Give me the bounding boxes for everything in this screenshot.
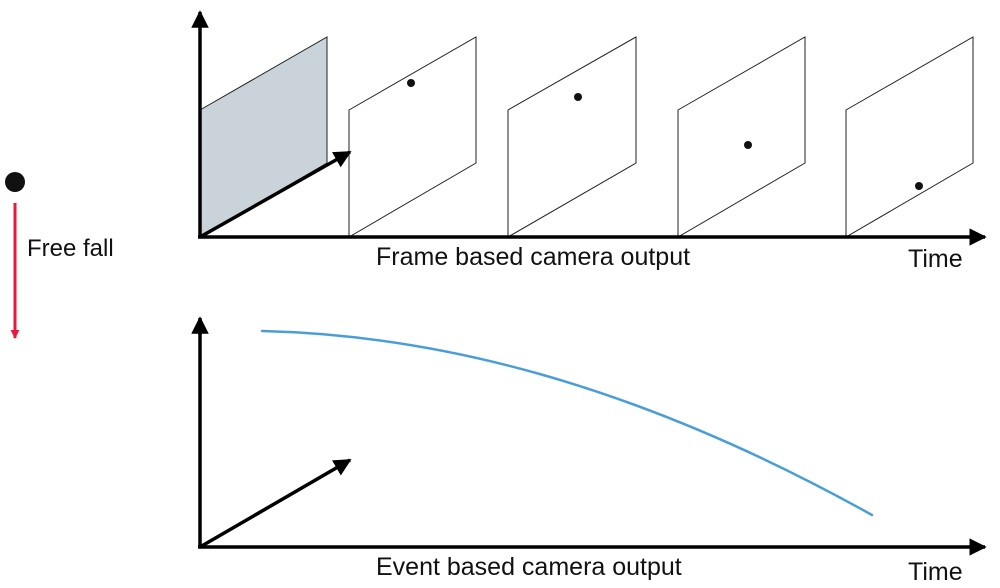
- frame: [507, 36, 637, 238]
- frame: [845, 36, 974, 238]
- frame: [348, 36, 477, 238]
- free-fall-label: Free fall: [27, 235, 114, 262]
- frame-dot: [574, 93, 582, 101]
- event-trajectory: [260, 329, 874, 517]
- event-based-panel: Event based camera output Time: [191, 316, 987, 586]
- frame-time-label: Time: [908, 245, 963, 273]
- frame-dot: [407, 79, 415, 87]
- frame-dot: [915, 182, 923, 190]
- free-fall-indicator: Free fall: [5, 172, 114, 339]
- event-depth-axis: [199, 458, 352, 549]
- frame-based-panel: Frame based camera output Time: [191, 10, 987, 273]
- falling-ball: [5, 172, 25, 192]
- frame-panel-caption: Frame based camera output: [376, 243, 690, 271]
- frame-dot: [744, 141, 752, 149]
- event-panel-caption: Event based camera output: [376, 553, 682, 581]
- event-time-label: Time: [908, 558, 963, 586]
- frame-shaded: [199, 36, 328, 238]
- frame-depth-axis: [199, 150, 352, 239]
- frame: [677, 36, 806, 238]
